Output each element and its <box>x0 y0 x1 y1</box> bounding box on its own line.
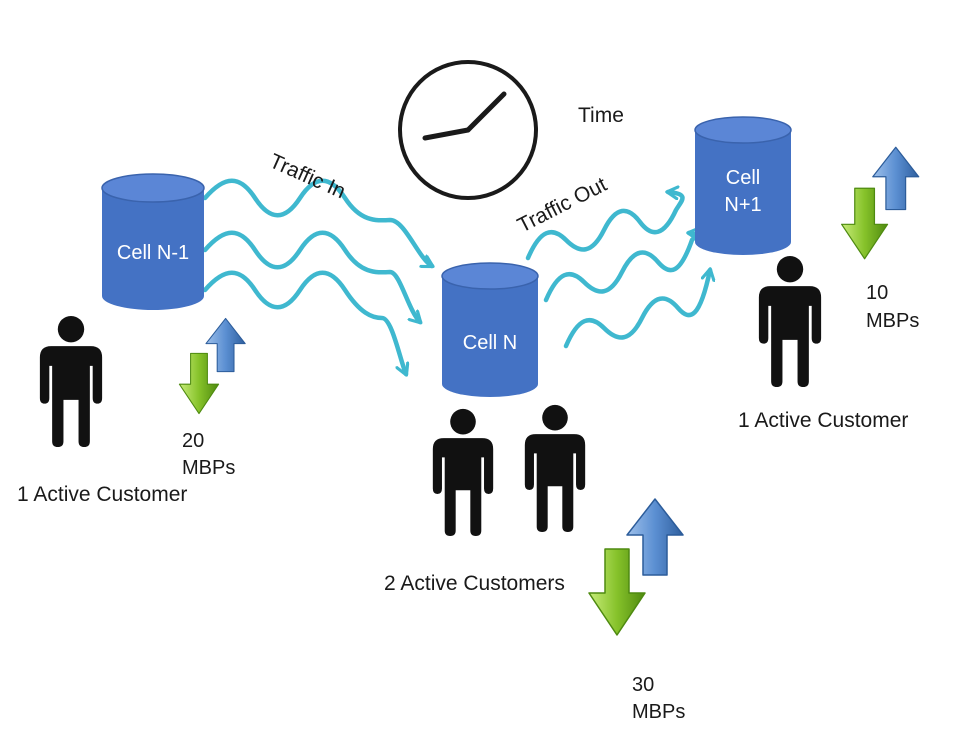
cell-n-plus-1-database: Cell N+1 <box>694 116 792 255</box>
traffic-out-label: Traffic Out <box>514 173 611 238</box>
person-icon <box>39 315 103 447</box>
cell-n-minus-1-rate-unit: MBPs <box>182 457 236 479</box>
transfer-arrows-icon <box>178 317 246 415</box>
cell-n-minus-1-customers: 1 Active Customer <box>17 483 188 506</box>
wavy-arrow-icon <box>525 192 685 261</box>
wavy-arrow-icon <box>202 178 432 269</box>
cell-n-rate-value: 30 <box>632 674 655 696</box>
cell-n-rate-unit: MBPs <box>632 701 686 723</box>
transfer-arrows-icon <box>588 498 684 636</box>
person-icon <box>432 408 494 536</box>
traffic-in-waves <box>202 178 432 374</box>
transfer-arrows-icon <box>840 146 920 260</box>
cell-n-minus-1-database: Cell N-1 <box>101 173 205 310</box>
cell-n-minus-1-rate-value: 20 <box>182 430 205 452</box>
wavy-arrow-icon <box>202 270 406 374</box>
cell-n-minus-1-label: Cell N-1 <box>117 242 189 264</box>
cell-n-database: Cell N <box>441 262 539 397</box>
wavy-arrow-icon <box>563 270 710 349</box>
wavy-arrow-icon <box>543 233 695 303</box>
traffic-in-label: Traffic In <box>266 150 349 204</box>
cell-n-plus-1-rate-value: 10 <box>866 282 889 304</box>
wavy-arrow-icon <box>202 230 420 322</box>
time-label: Time <box>578 104 624 127</box>
clock-icon <box>398 60 538 200</box>
cell-n-plus-1-label-line1: Cell <box>726 167 760 189</box>
cell-n-plus-1-label-line2: N+1 <box>724 194 761 216</box>
cell-n-label: Cell N <box>463 332 517 354</box>
traffic-out-waves <box>525 192 710 349</box>
person-icon <box>524 404 586 532</box>
cell-n-customers: 2 Active Customers <box>384 572 565 595</box>
cell-n-plus-1-rate-unit: MBPs <box>866 310 920 332</box>
person-icon <box>758 255 822 387</box>
cell-n-plus-1-customers: 1 Active Customer <box>738 409 909 432</box>
